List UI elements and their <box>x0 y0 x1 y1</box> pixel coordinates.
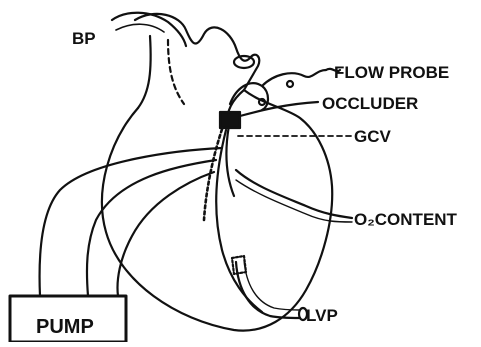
pump-line-outer <box>40 148 222 296</box>
flow-probe-node-1 <box>259 99 265 105</box>
bp-cannula-inner <box>116 24 164 32</box>
aortic-root-right <box>168 40 184 104</box>
occluder-device <box>220 112 240 128</box>
aortic-root <box>138 36 151 108</box>
bp-label: BP <box>72 29 96 48</box>
o2-content-tube <box>236 170 352 218</box>
occluder-lead <box>240 102 318 116</box>
gcv-catheter <box>227 120 234 196</box>
flow-probe-node-2 <box>287 81 293 87</box>
flow-probe-label: FLOW PROBE <box>334 63 449 82</box>
occluder-label: OCCLUDER <box>322 94 418 113</box>
pump-label: PUMP <box>36 316 94 338</box>
interventricular-groove <box>216 130 262 312</box>
coronary-vessel <box>204 118 226 220</box>
aorta-outline <box>135 14 259 90</box>
pump-line-middle <box>87 160 216 296</box>
pulmonary-trunk <box>234 56 254 68</box>
lvp-label: LVP <box>306 306 338 325</box>
gcv-label: GCV <box>354 127 392 146</box>
o2-content-label: O₂CONTENT <box>354 210 458 229</box>
